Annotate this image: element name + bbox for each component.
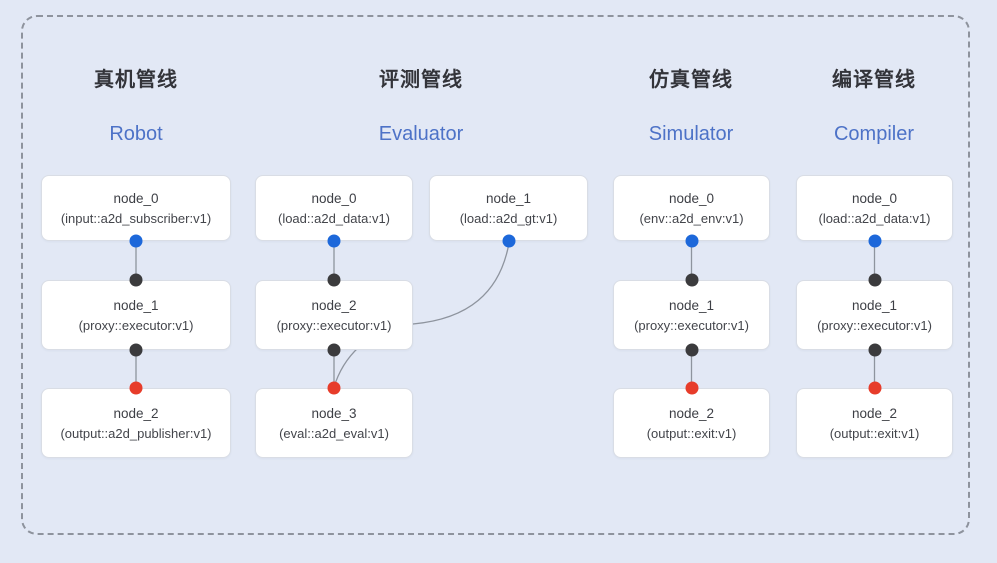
- port-dot-blue-icon: [129, 234, 143, 248]
- node-type: (proxy::executor:v1): [78, 318, 194, 333]
- node-name: node_1: [668, 298, 715, 313]
- port-dot-black-icon: [129, 273, 143, 287]
- node-name: node_2: [668, 406, 715, 421]
- node-type: (load::a2d_data:v1): [818, 211, 931, 226]
- node-name: node_2: [851, 406, 898, 421]
- pipeline-title-en-compiler: Compiler: [833, 123, 915, 145]
- pipeline-title-zh-evaluator: 评测管线: [379, 69, 463, 91]
- pipeline-title-en-robot: Robot: [109, 123, 163, 145]
- port-dot-black-icon: [327, 343, 341, 357]
- pipeline-title-en-evaluator: Evaluator: [378, 123, 464, 145]
- port-dot-blue-icon: [502, 234, 516, 248]
- node-type: (load::a2d_data:v1): [277, 211, 391, 226]
- node-name: node_1: [485, 191, 532, 206]
- node-compiler-0: node_0 (load::a2d_data:v1): [796, 175, 953, 241]
- port-dot-blue-icon: [868, 234, 881, 248]
- port-dot-black-icon: [685, 273, 698, 287]
- port-dot-black-icon: [685, 343, 698, 357]
- port-dot-black-icon: [868, 273, 881, 287]
- node-type: (output::a2d_publisher:v1): [60, 426, 212, 441]
- dashed-frame: [21, 15, 970, 535]
- node-robot-1: node_1 (proxy::executor:v1): [41, 280, 231, 350]
- node-type: (proxy::executor:v1): [817, 318, 932, 333]
- node-simulator-1: node_1 (proxy::executor:v1): [613, 280, 770, 350]
- node-robot-0: node_0 (input::a2d_subscriber:v1): [41, 175, 231, 241]
- node-evaluator-3: node_3 (eval::a2d_eval:v1): [255, 388, 413, 458]
- port-dot-blue-icon: [685, 234, 698, 248]
- node-evaluator-0: node_0 (load::a2d_data:v1): [255, 175, 413, 241]
- node-name: node_0: [113, 191, 159, 206]
- node-simulator-2: node_2 (output::exit:v1): [613, 388, 770, 458]
- port-dot-black-icon: [868, 343, 881, 357]
- node-compiler-2: node_2 (output::exit:v1): [796, 388, 953, 458]
- node-name: node_3: [311, 406, 357, 421]
- node-type: (eval::a2d_eval:v1): [279, 426, 389, 441]
- node-name: node_2: [113, 406, 159, 421]
- port-dot-black-icon: [129, 343, 143, 357]
- node-type: (load::a2d_gt:v1): [459, 211, 558, 226]
- node-name: node_1: [851, 298, 898, 313]
- port-dot-red-icon: [327, 381, 341, 395]
- node-type: (env::a2d_env:v1): [639, 211, 744, 226]
- node-simulator-0: node_0 (env::a2d_env:v1): [613, 175, 770, 241]
- node-name: node_2: [311, 298, 357, 313]
- port-dot-blue-icon: [327, 234, 341, 248]
- node-type: (output::exit:v1): [829, 426, 920, 441]
- node-robot-2: node_2 (output::a2d_publisher:v1): [41, 388, 231, 458]
- node-type: (proxy::executor:v1): [276, 318, 392, 333]
- edge-eval-1-3-curve: [334, 242, 510, 385]
- port-dot-red-icon: [685, 381, 698, 395]
- node-name: node_0: [311, 191, 357, 206]
- pipeline-title-en-simulator: Simulator: [648, 123, 734, 145]
- node-type: (input::a2d_subscriber:v1): [60, 211, 212, 226]
- node-name: node_1: [113, 298, 159, 313]
- node-type: (output::exit:v1): [646, 426, 737, 441]
- pipeline-title-zh-simulator: 仿真管线: [649, 69, 733, 91]
- node-compiler-1: node_1 (proxy::executor:v1): [796, 280, 953, 350]
- port-dot-red-icon: [868, 381, 881, 395]
- node-type: (proxy::executor:v1): [634, 318, 749, 333]
- node-name: node_0: [668, 191, 715, 206]
- pipeline-title-zh-compiler: 编译管线: [832, 69, 916, 91]
- node-evaluator-2: node_2 (proxy::executor:v1): [255, 280, 413, 350]
- pipeline-title-zh-robot: 真机管线: [94, 69, 178, 91]
- port-dot-red-icon: [129, 381, 143, 395]
- node-name: node_0: [851, 191, 898, 206]
- port-dot-black-icon: [327, 273, 341, 287]
- node-evaluator-1: node_1 (load::a2d_gt:v1): [429, 175, 588, 241]
